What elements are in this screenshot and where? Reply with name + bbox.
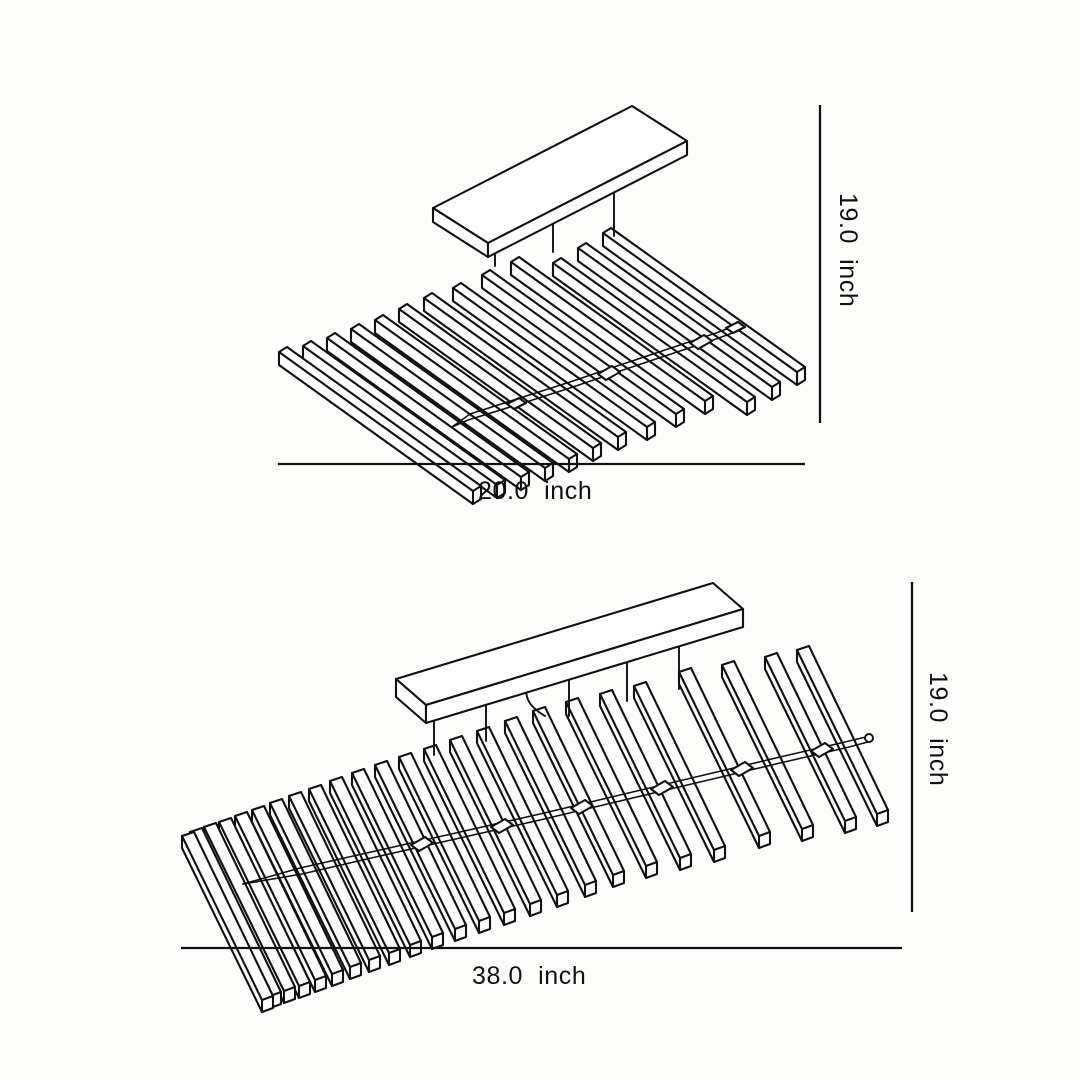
light-rod <box>576 241 782 402</box>
dimension-label-top-height: 19.0 inch <box>834 193 862 308</box>
light-rod <box>475 725 570 909</box>
ceiling-canopy-top <box>431 104 689 259</box>
light-rod <box>677 666 772 850</box>
fixture-view-bottom <box>180 581 890 1014</box>
light-rod <box>451 281 657 442</box>
rod-array-bottom <box>180 644 890 1014</box>
light-rod <box>598 688 693 872</box>
light-rod <box>795 644 890 828</box>
light-rod <box>564 696 659 880</box>
tie-wire-top <box>451 320 747 428</box>
tie-wire-bottom <box>242 733 874 885</box>
light-rod <box>307 783 402 967</box>
dimension-lines-top <box>278 105 822 466</box>
light-rod <box>632 680 727 864</box>
light-rod <box>720 659 815 843</box>
dimension-label-top-width: 20.0 inch <box>478 477 593 505</box>
rod-array-top <box>277 226 807 506</box>
light-rod <box>422 291 628 452</box>
light-rod <box>373 313 579 474</box>
light-rod <box>763 651 858 835</box>
light-rod <box>397 751 492 935</box>
light-rod <box>397 302 603 463</box>
light-rod <box>287 790 382 974</box>
light-rod <box>325 331 531 492</box>
fixture-view-top <box>277 104 807 506</box>
light-rod <box>551 256 757 417</box>
dimension-label-bottom-width: 38.0 inch <box>472 962 587 990</box>
light-rod <box>350 767 445 951</box>
light-rod <box>180 830 275 1014</box>
light-rod <box>601 226 807 387</box>
light-rod <box>422 743 517 927</box>
light-rod <box>531 705 626 889</box>
light-rod <box>503 715 598 899</box>
light-rod <box>480 268 686 429</box>
dimension-lines-bottom <box>181 582 914 950</box>
dimension-label-bottom-height: 19.0 inch <box>924 672 952 787</box>
light-rod <box>509 255 715 416</box>
light-rod <box>268 797 363 981</box>
ceiling-canopy-bottom <box>394 581 745 725</box>
